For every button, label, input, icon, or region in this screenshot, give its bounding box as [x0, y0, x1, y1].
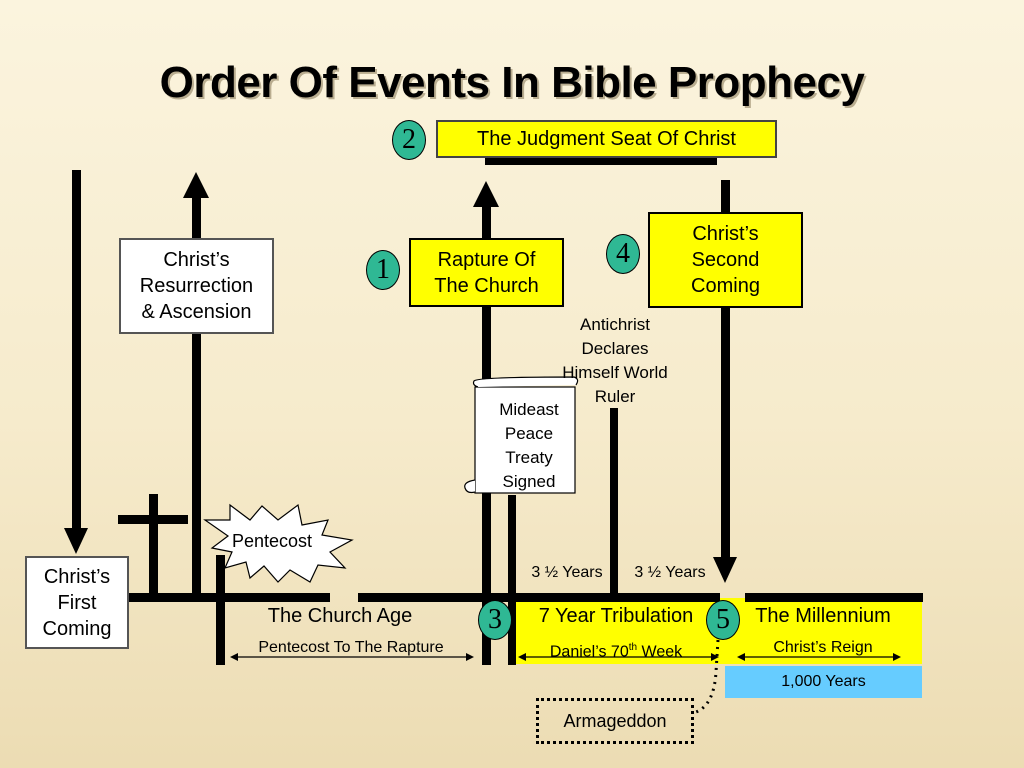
church-age-label: The Church Age: [267, 605, 413, 627]
pentecost-label: Pentecost: [231, 531, 313, 551]
christs-reign-label: Christ’s Reign: [773, 639, 873, 656]
daniels-week-post: Week: [637, 643, 683, 661]
rapture-line-1: Rapture Of: [437, 248, 536, 271]
event-number-5: 5: [706, 600, 740, 640]
timeline-segment-4: [745, 593, 923, 602]
treaty-line-3: Treaty: [505, 448, 553, 467]
rapture-box: Rapture Of The Church: [409, 238, 564, 307]
ascension-line: [192, 195, 201, 600]
church-age-span-arrow: [230, 653, 474, 661]
timeline-segment-3: [488, 593, 720, 602]
millennium-band: [722, 598, 922, 664]
diagram-title: Order Of Events In Bible Prophecy: [159, 58, 865, 107]
half-years-label-2: 3 ½ Years: [634, 564, 706, 581]
timeline-segment-1: [128, 593, 330, 602]
antichrist-line-2: Declares: [581, 339, 649, 358]
armageddon-label: Armageddon: [563, 711, 667, 731]
event-number-4: 4: [606, 234, 640, 274]
cross-vertical: [149, 494, 158, 598]
resurrection-line-3: & Ascension: [141, 301, 252, 323]
antichrist-line: [610, 408, 618, 598]
daniels-week-label: Daniel’s 70th Week: [516, 636, 716, 664]
armageddon-box: Armageddon: [536, 698, 694, 744]
antichrist-line-1: Antichrist: [580, 315, 650, 334]
treaty-line-2: Peace: [504, 424, 554, 443]
ascension-arrowhead: [183, 172, 209, 198]
thousand-years-band: [725, 666, 922, 698]
reign-span-arrow: [737, 653, 901, 661]
cross-horizontal: [118, 515, 188, 524]
first-coming-arrowhead: [64, 528, 88, 554]
judgment-seat-platform: [485, 157, 717, 165]
second-coming-line-3: Coming: [691, 275, 760, 297]
first-coming-box: Christ’s First Coming: [25, 556, 129, 649]
daniels-week-pre: Daniel’s 70: [549, 643, 629, 661]
second-coming-arrowhead: [713, 557, 737, 583]
event-number-1: 1: [366, 250, 400, 290]
armageddon-connector: [695, 639, 720, 714]
church-age-span-label: Pentecost To The Rapture: [258, 639, 444, 656]
millennium-label: The Millennium: [755, 605, 891, 627]
pentecost-line: [216, 555, 225, 665]
first-coming-line-1: Christ’s: [43, 565, 111, 588]
half-years-label-1: 3 ½ Years: [531, 564, 603, 581]
treaty-line-1: Mideast: [499, 400, 559, 419]
judgment-seat-box: The Judgment Seat Of Christ: [436, 120, 777, 158]
resurrection-box: Christ’s Resurrection & Ascension: [119, 238, 274, 334]
resurrection-line-2: Resurrection: [139, 275, 254, 297]
rapture-arrowhead: [473, 181, 499, 207]
second-coming-line-2: Second: [691, 249, 760, 271]
daniels-week-span-arrow: [518, 653, 719, 661]
scroll-icon: [464, 376, 579, 494]
first-coming-line: [72, 170, 81, 530]
resurrection-line-1: Christ’s: [163, 249, 230, 271]
second-coming-box: Christ’s Second Coming: [648, 212, 803, 308]
event-number-2: 2: [392, 120, 426, 160]
judgment-seat-label: The Judgment Seat Of Christ: [476, 128, 736, 150]
rapture-line-2: The Church: [434, 274, 539, 297]
treaty-line-4: Signed: [502, 472, 556, 491]
first-coming-line-2: First: [57, 591, 97, 614]
pentecost-burst-icon: [203, 503, 354, 583]
thousand-years-label: 1,000 Years: [781, 673, 866, 690]
tribulation-start-line: [508, 495, 516, 665]
first-coming-line-3: Coming: [42, 617, 112, 640]
event-number-3: 3: [478, 600, 512, 640]
antichrist-line-3: Himself World: [562, 363, 668, 382]
second-coming-line: [721, 180, 730, 560]
antichrist-line-4: Ruler: [594, 387, 636, 406]
second-coming-line-1: Christ’s: [692, 223, 759, 245]
daniels-week-sup: th: [628, 642, 638, 653]
timeline-segment-2: [358, 593, 486, 602]
treaty-text: Mideast Peace Treaty Signed: [480, 398, 578, 494]
tribulation-label: 7 Year Tribulation: [538, 605, 694, 627]
antichrist-text: Antichrist Declares Himself World Ruler: [540, 313, 690, 409]
tribulation-band: [510, 598, 722, 664]
